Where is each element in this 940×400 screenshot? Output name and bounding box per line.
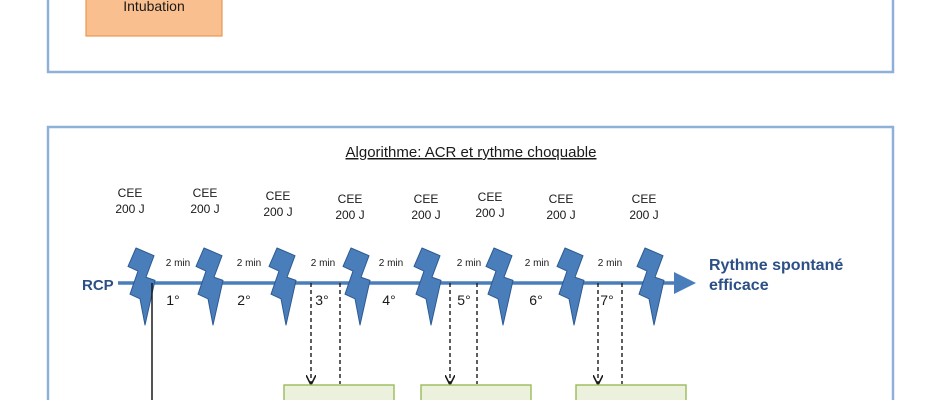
lightning-bolt-icon [195, 247, 224, 326]
shock-label-cee: CEE [632, 192, 657, 206]
cycle-number-label: 3° [315, 292, 328, 308]
lightning-bolt-icon [636, 247, 665, 326]
interval-duration-label: 2 min [598, 258, 622, 269]
interval-duration-label: 2 min [311, 258, 335, 269]
lightning-bolt-icon [268, 247, 297, 326]
algorithm-title: Algorithme: ACR et rythme choquable [346, 144, 597, 161]
interval-duration-label: 2 min [379, 258, 403, 269]
lightning-bolt-icon [485, 247, 514, 326]
shock-label-energy: 200 J [411, 208, 440, 222]
shock-label-energy: 200 J [475, 206, 504, 220]
cycle-number-label: 4° [382, 292, 395, 308]
cycle-number-label: 2° [237, 292, 250, 308]
cycle-number-label: 1° [166, 292, 179, 308]
algorithm-panel [46, 125, 895, 400]
end-label-line1: Rythme spontané [709, 257, 843, 274]
timeline-arrow-head [674, 272, 696, 294]
cycle-number-label: 7° [600, 292, 613, 308]
shock-label-cee: CEE [193, 186, 218, 200]
end-label-line2: efficace [709, 277, 769, 294]
shock-label-energy: 200 J [115, 202, 144, 216]
interval-labels: 2 min 1° 2 min 2° 2 min 3° 2 min 4° 2 min 5° 2 min… [166, 258, 622, 308]
shock-label-energy: 200 J [546, 208, 575, 222]
lightning-bolt-icon [413, 247, 442, 326]
shock-label-cee: CEE [118, 186, 143, 200]
shock-label-energy: 200 J [629, 208, 658, 222]
shock-label-energy: 200 J [335, 208, 364, 222]
shock-label-energy: 200 J [190, 202, 219, 216]
intubation-label: Intubation [123, 0, 185, 14]
shock-label-cee: CEE [266, 189, 291, 203]
interval-duration-label: 2 min [166, 258, 190, 269]
shock-label-cee: CEE [549, 192, 574, 206]
shock-bolts [127, 247, 665, 326]
action-boxes [283, 384, 687, 400]
shock-label-energy: 200 J [263, 205, 292, 219]
interval-duration-label: 2 min [525, 258, 549, 269]
intubation-box [85, 0, 223, 37]
shock-label-cee: CEE [414, 192, 439, 206]
action-box [420, 384, 532, 400]
shock-label-cee: CEE [338, 192, 363, 206]
lightning-bolt-icon [342, 247, 371, 326]
interval-duration-label: 2 min [237, 258, 261, 269]
cycle-number-label: 6° [529, 292, 542, 308]
shock-label-cee: CEE [478, 190, 503, 204]
lightning-bolt-icon [556, 247, 585, 326]
lightning-bolt-icon [127, 247, 156, 326]
shock-labels: CEE 200 J CEE 200 J CEE 200 J CEE 200 J CEE 200 J… [115, 186, 658, 222]
rcp-label: RCP [82, 277, 114, 294]
action-box [283, 384, 395, 400]
action-box [575, 384, 687, 400]
connectors [151, 283, 623, 400]
interval-duration-label: 2 min [457, 258, 481, 269]
cycle-number-label: 5° [457, 292, 470, 308]
